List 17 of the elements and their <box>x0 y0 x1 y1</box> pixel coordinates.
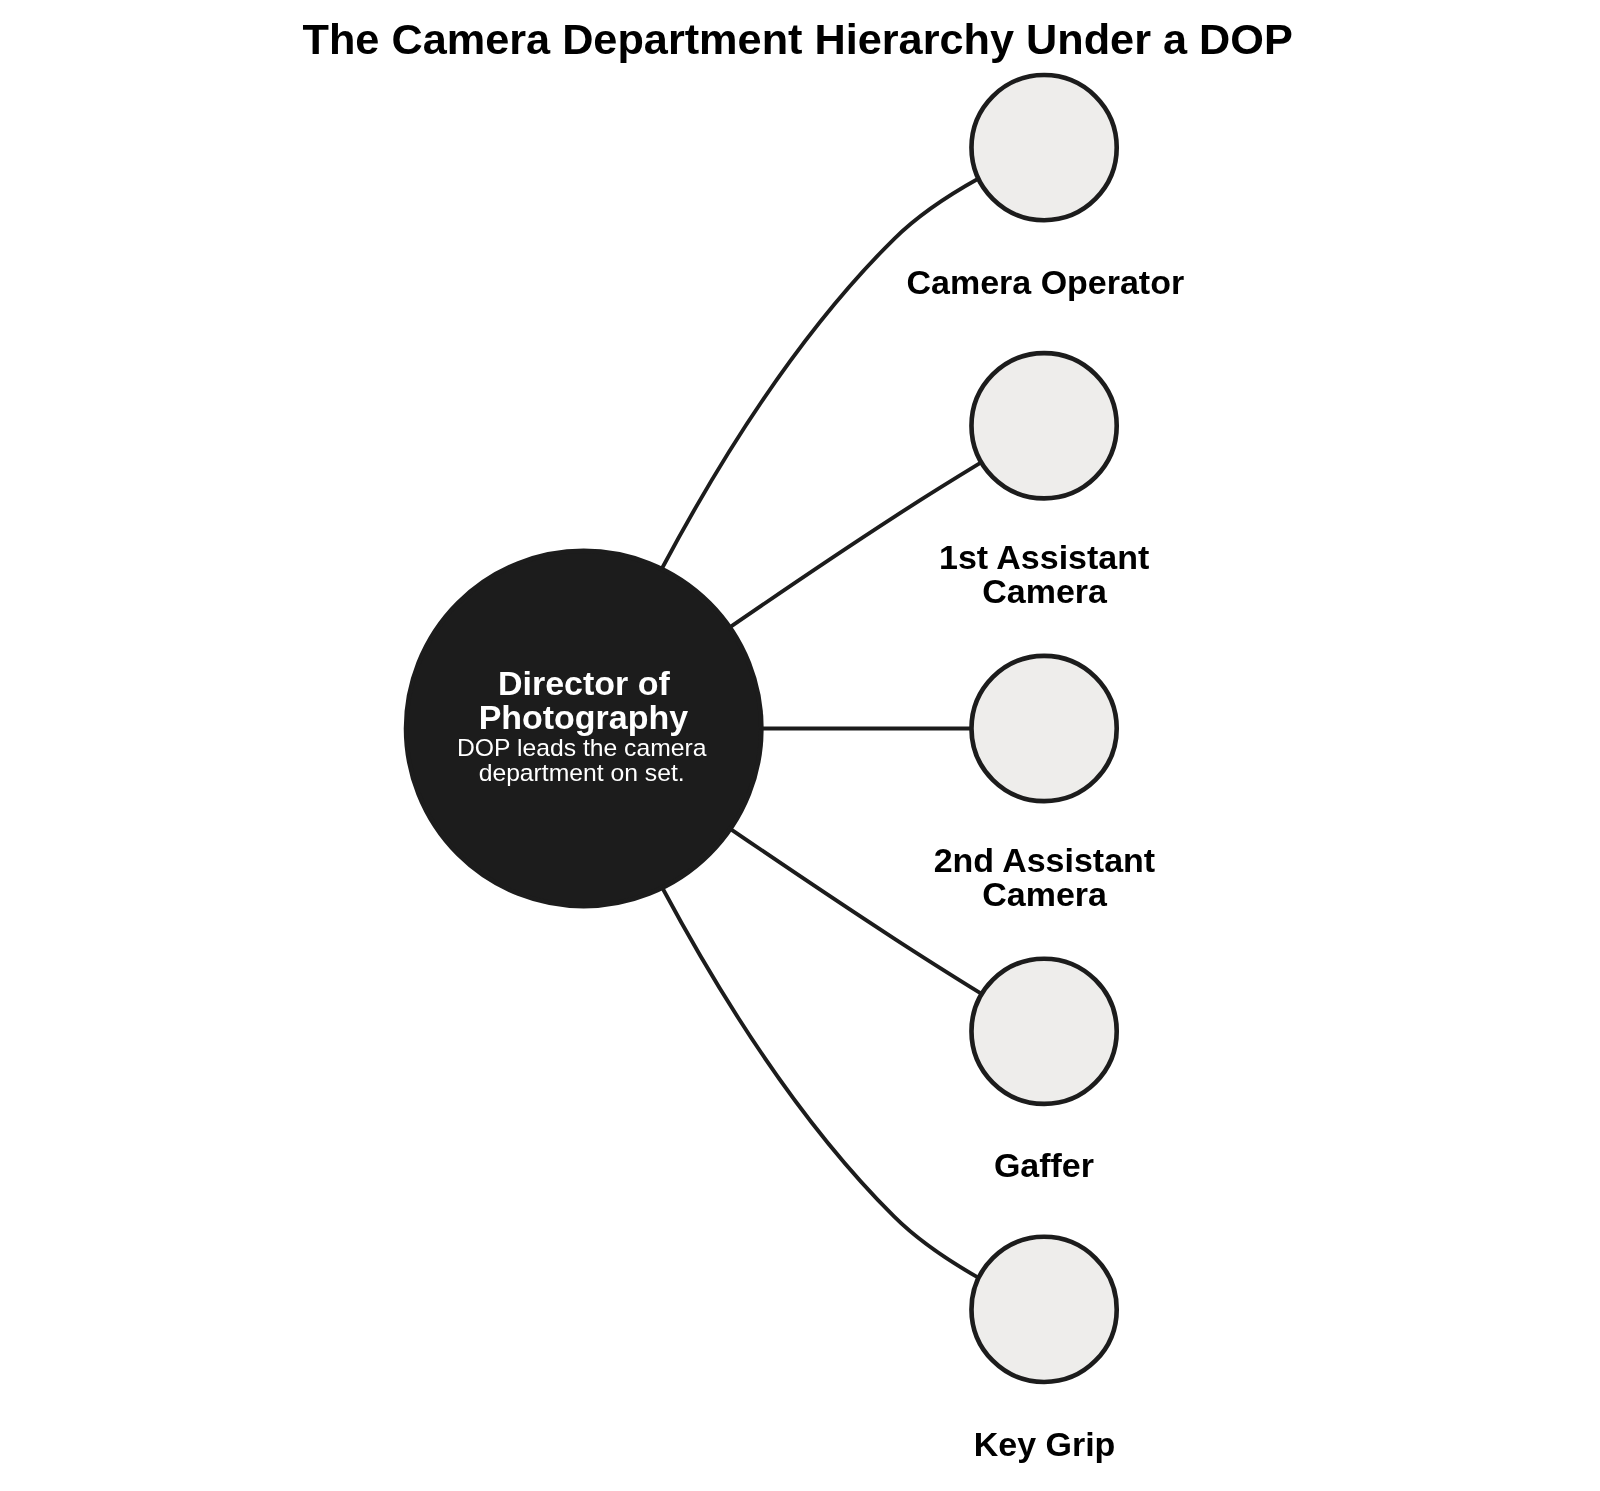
node-circle <box>969 72 1120 223</box>
node-label: 1st Assistant Camera <box>939 537 1150 610</box>
connector <box>728 461 982 629</box>
node-circle: Director of Photography DOP leads the camera department on set. <box>403 548 764 909</box>
connector <box>761 726 971 731</box>
connector <box>729 827 983 996</box>
connector <box>660 177 980 570</box>
node-circle <box>969 956 1120 1107</box>
node-circle <box>969 350 1120 501</box>
diagram-title: The Camera Department Hierarchy Under a DOP <box>302 15 1293 63</box>
node-label: Camera Operator <box>906 262 1185 301</box>
node-label: 2nd Assistant Camera <box>933 840 1156 913</box>
connector <box>660 887 980 1280</box>
node-circle <box>969 1234 1120 1385</box>
node-label: Gaffer <box>993 1146 1094 1185</box>
node-label: Key Grip <box>973 1424 1116 1463</box>
node-circle <box>969 653 1120 804</box>
